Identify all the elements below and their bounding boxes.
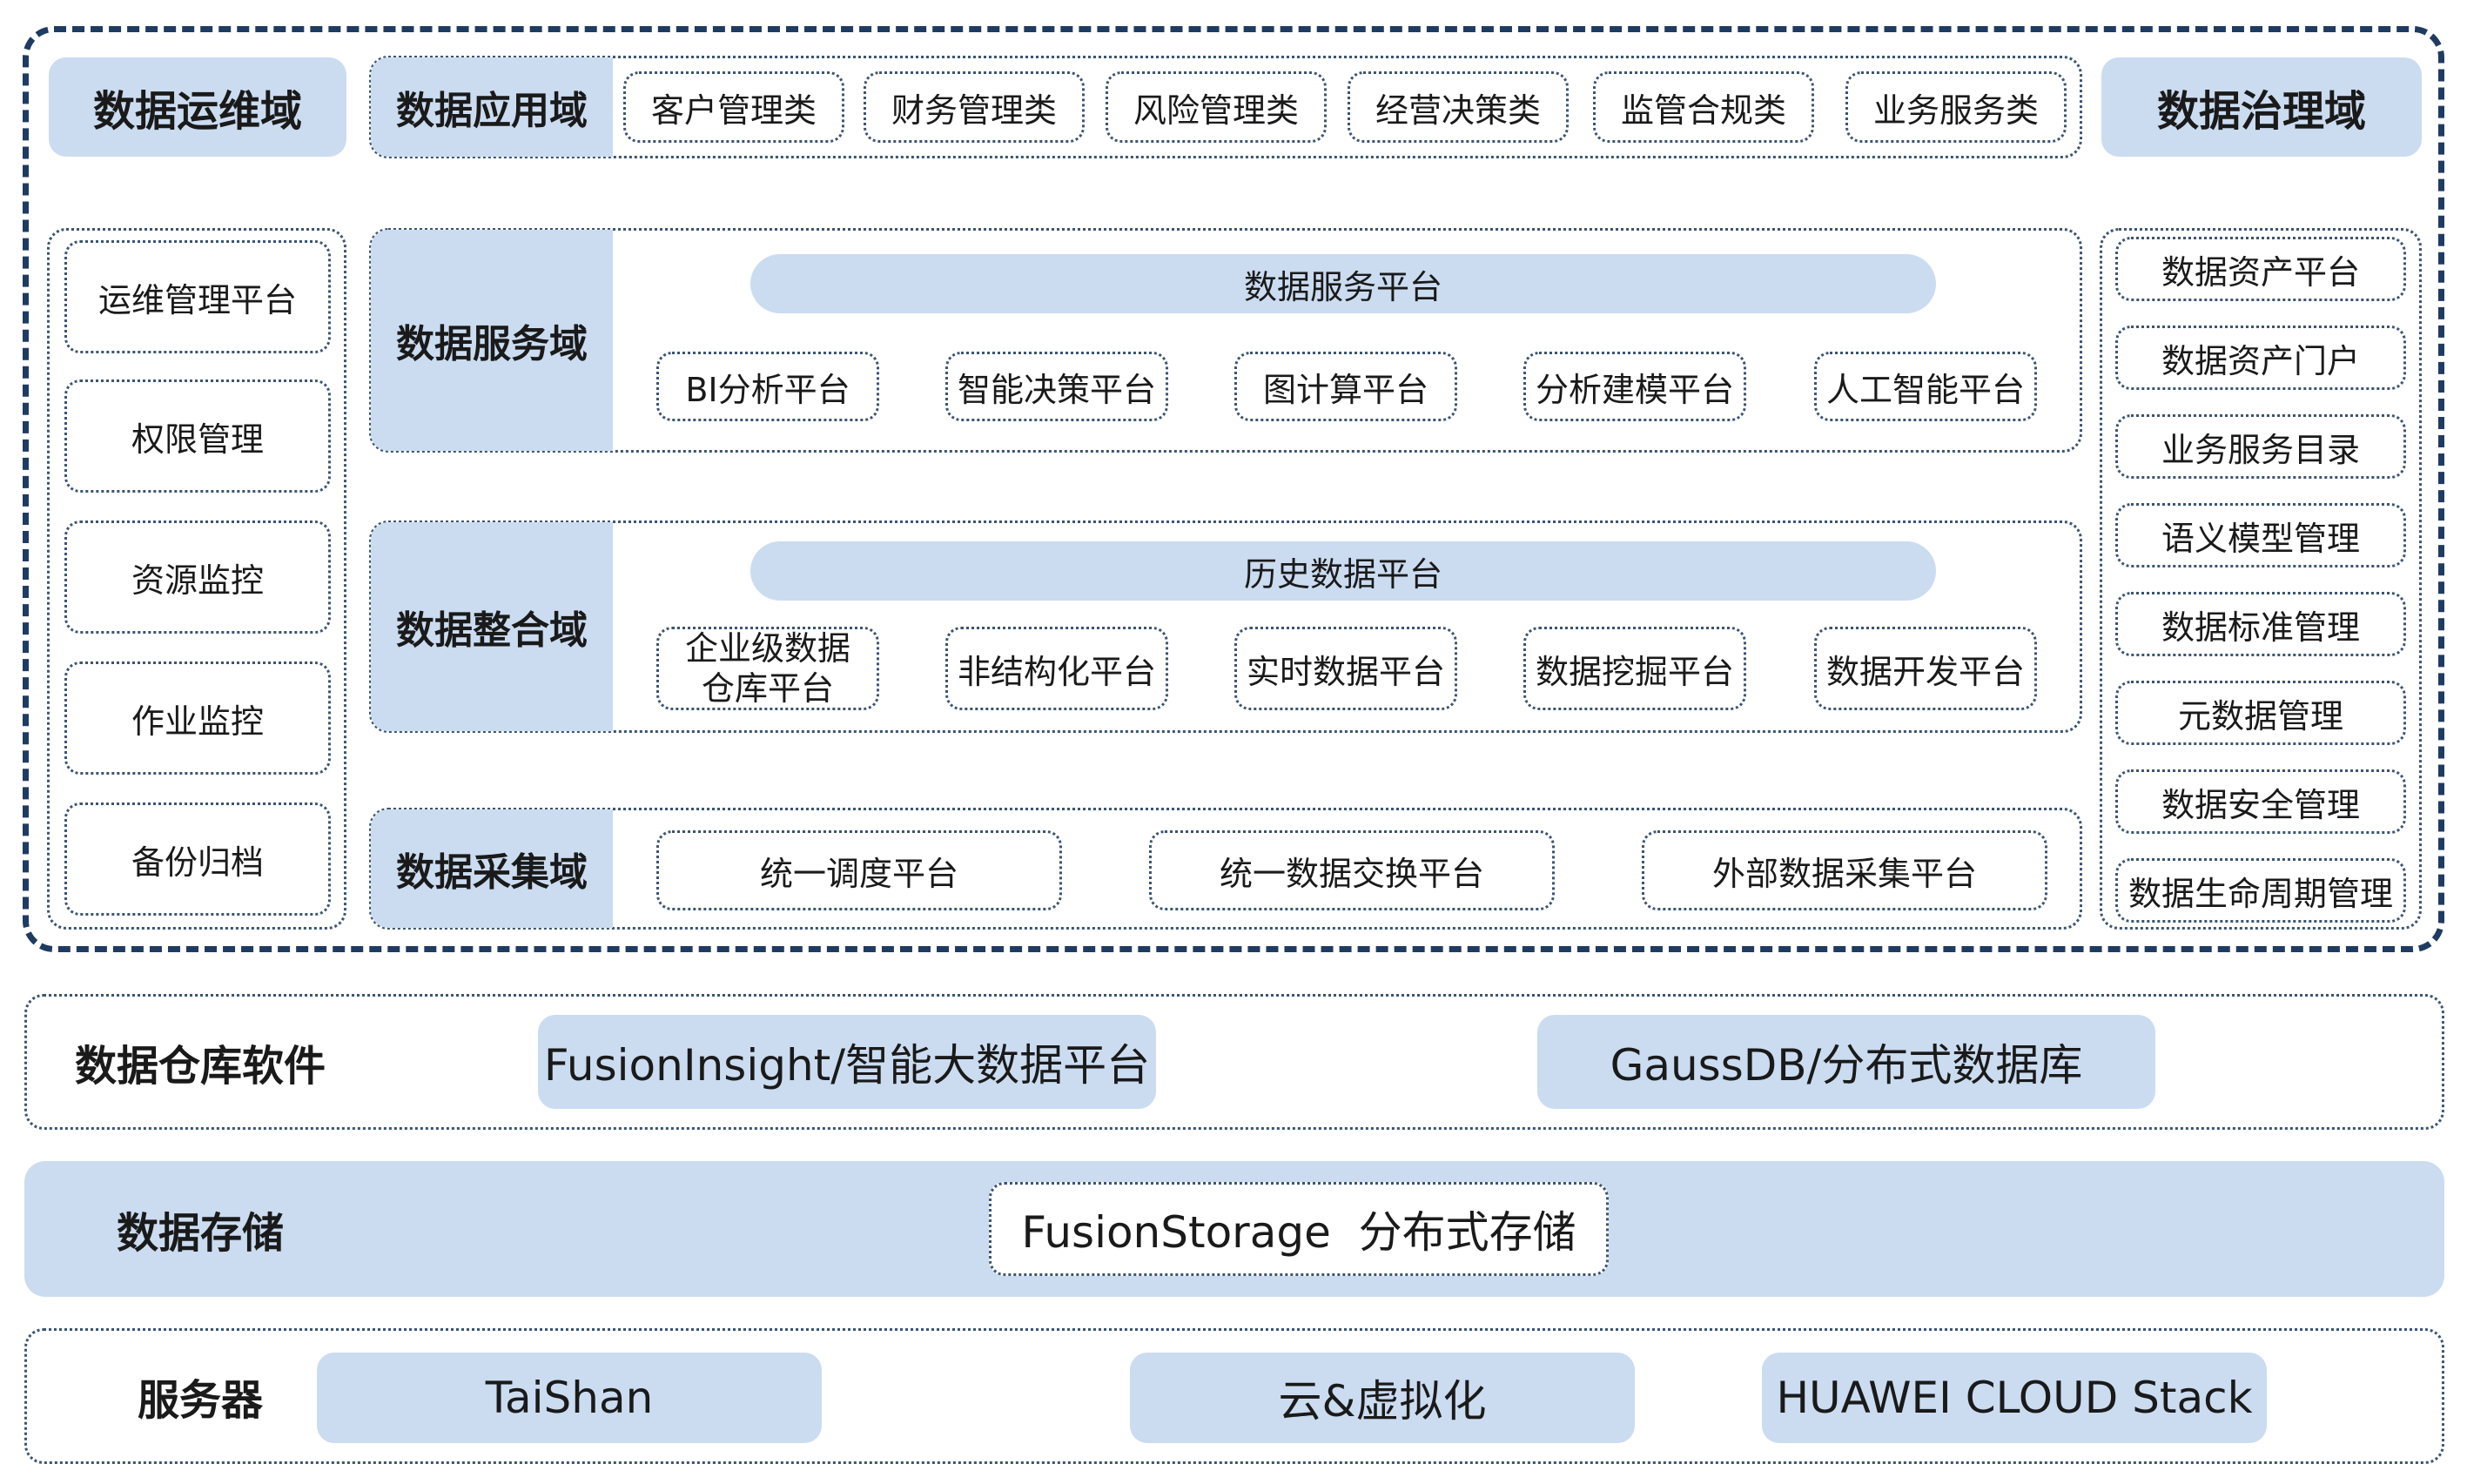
governance-item: 数据资产平台 [2115, 237, 2406, 301]
integration-domain-title: 数据整合域 [371, 522, 613, 731]
collection-item: 外部数据采集平台 [1642, 830, 2047, 910]
service-item: 人工智能平台 [1814, 352, 2037, 421]
integration-item: 数据开发平台 [1814, 627, 2037, 710]
integration-item: 非结构化平台 [945, 627, 1168, 710]
application-item: 监管合规类 [1593, 71, 1814, 143]
integration-item: 实时数据平台 [1234, 627, 1457, 710]
storage-layer-title: 数据存储 [116, 1209, 284, 1258]
governance-item: 数据资产门户 [2115, 326, 2406, 390]
warehouse-layer [24, 994, 2444, 1130]
service-item: BI分析平台 [656, 352, 879, 421]
warehouse-item: GaussDB/分布式数据库 [1537, 1015, 2155, 1109]
server-item: TaiShan [317, 1353, 822, 1443]
service-item: 图计算平台 [1234, 352, 1457, 421]
ops-domain-title: 数据运维域 [49, 57, 346, 157]
collection-item: 统一调度平台 [656, 830, 1062, 910]
service-item: 智能决策平台 [945, 352, 1168, 421]
governance-item: 业务服务目录 [2115, 414, 2406, 479]
ops-domain-panel [47, 228, 346, 930]
server-layer-title: 服务器 [137, 1376, 263, 1425]
governance-item: 语义模型管理 [2115, 503, 2406, 567]
integration-domain-panel [369, 520, 2082, 733]
architecture-frame [23, 26, 2444, 952]
integration-item: 企业级数据仓库平台 [656, 627, 879, 710]
application-domain-title: 数据应用域 [371, 57, 613, 157]
collection-domain-panel [369, 808, 2082, 930]
storage-item: FusionStorage 分布式存储 [989, 1182, 1609, 1276]
service-platform-bar: 数据服务平台 [750, 254, 1936, 313]
ops-item: 备份归档 [64, 802, 331, 916]
server-layer [24, 1328, 2444, 1464]
warehouse-layer-title: 数据仓库软件 [74, 1042, 326, 1091]
governance-item: 元数据管理 [2115, 681, 2406, 745]
service-domain-title: 数据服务域 [371, 230, 613, 451]
server-item: HUAWEI CLOUD Stack [1762, 1353, 2267, 1443]
governance-domain-title: 数据治理域 [2101, 57, 2422, 157]
warehouse-item: FusionInsight/智能大数据平台 [538, 1015, 1156, 1109]
application-domain-panel [369, 56, 2082, 158]
application-item: 经营决策类 [1348, 71, 1569, 143]
application-item: 风险管理类 [1106, 71, 1327, 143]
ops-item: 资源监控 [64, 520, 331, 634]
application-item: 业务服务类 [1845, 71, 2067, 143]
governance-item: 数据标准管理 [2115, 592, 2406, 656]
application-item: 客户管理类 [623, 71, 844, 143]
service-domain-panel [369, 228, 2082, 453]
collection-item: 统一数据交换平台 [1149, 830, 1555, 910]
ops-item: 作业监控 [64, 661, 331, 775]
server-item: 云&虚拟化 [1130, 1353, 1635, 1443]
history-platform-bar: 历史数据平台 [750, 541, 1936, 601]
application-item: 财务管理类 [864, 71, 1085, 143]
service-item: 分析建模平台 [1523, 352, 1746, 421]
governance-item: 数据安全管理 [2115, 769, 2406, 834]
ops-item: 运维管理平台 [64, 240, 331, 353]
ops-item: 权限管理 [64, 379, 331, 493]
integration-item: 数据挖掘平台 [1523, 627, 1746, 710]
collection-domain-title: 数据采集域 [371, 809, 613, 928]
governance-item: 数据生命周期管理 [2115, 858, 2406, 923]
governance-domain-panel [2100, 228, 2422, 930]
